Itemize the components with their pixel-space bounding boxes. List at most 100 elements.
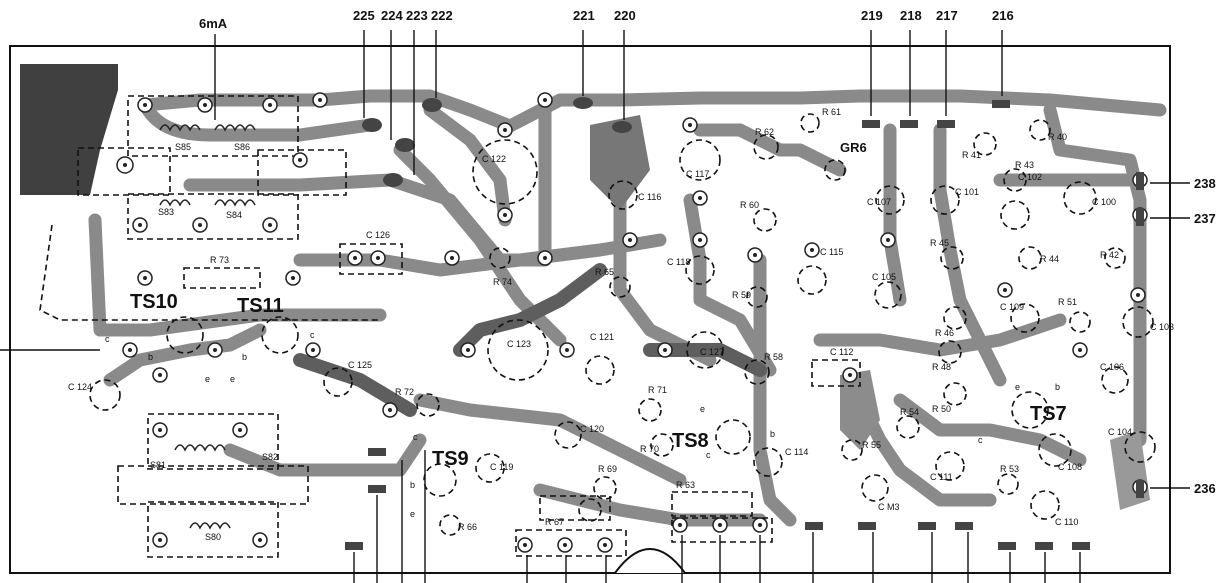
board-notch <box>614 548 686 574</box>
pin-label-222: 222 <box>431 8 453 23</box>
res-r66: R 66 <box>458 522 477 532</box>
cap-c124: C 124 <box>68 382 92 392</box>
pin-label-217: 217 <box>936 8 958 23</box>
terminal-c-ts11: c <box>310 330 315 340</box>
res-r70: R 70 <box>640 444 659 454</box>
component-outlines <box>39 95 861 558</box>
terminal-e: e <box>205 374 210 384</box>
pin-label-236: 236 <box>1194 481 1216 496</box>
cap-c114: C 114 <box>785 447 808 457</box>
res-r74: R 74 <box>493 277 512 287</box>
res-r67: R 67 <box>545 517 564 527</box>
terminal-b-ts8: b <box>770 429 775 439</box>
res-r71: R 71 <box>648 385 667 395</box>
res-r41: R 41 <box>962 150 981 160</box>
res-r53: R 53 <box>1000 464 1019 474</box>
cap-c122: C 122 <box>482 154 506 164</box>
res-r51: R 51 <box>1058 297 1077 307</box>
pin-label-219: 219 <box>861 8 883 23</box>
coil-label-s86: S86 <box>234 142 250 152</box>
terminal-b-ts9: b <box>410 480 415 490</box>
res-r58: R 58 <box>764 352 783 362</box>
cap-c103: C 103 <box>1150 322 1174 332</box>
diode-gr6: GR6 <box>840 140 867 155</box>
terminal-e-ts11: e <box>230 374 235 384</box>
pin-label-237: 237 <box>1194 211 1216 226</box>
res-r65: R 65 <box>595 267 614 277</box>
pin-label-216: 216 <box>992 8 1014 23</box>
pin-label-238: 238 <box>1194 176 1216 191</box>
cap-c120: C 120 <box>580 424 604 434</box>
coil-windings <box>159 124 256 530</box>
res-r69: R 69 <box>598 464 617 474</box>
cap-c100: C 100 <box>1092 197 1116 207</box>
terminal-e-ts7: e <box>1015 382 1020 392</box>
cap-c127: C 127 <box>700 347 724 357</box>
res-r40: R 40 <box>1048 132 1067 142</box>
res-r73: R 73 <box>210 255 229 265</box>
transistor-ts9: TS9 <box>432 448 469 470</box>
transistor-ts8: TS8 <box>672 430 709 452</box>
terminal-e-ts8: e <box>700 404 705 414</box>
cap-c118: C 118 <box>667 257 690 267</box>
cap-c116: C 116 <box>638 192 661 202</box>
res-r61: R 61 <box>822 107 841 117</box>
coil-label-s85: S85 <box>175 142 191 152</box>
cap-c107: C 107 <box>867 197 891 207</box>
transistor-ts10: TS10 <box>130 291 178 313</box>
resistor-circles <box>416 113 1126 536</box>
capacitor-circles <box>89 139 1156 520</box>
edge-connectors <box>345 97 1144 550</box>
res-r42: R 42 <box>1100 250 1119 260</box>
terminal-c-ts8: c <box>706 450 711 460</box>
current-label: 6mA <box>199 16 228 31</box>
cap-c109: C 109 <box>1000 302 1024 312</box>
terminal-b-ts11: b <box>242 352 247 362</box>
pin-label-218: 218 <box>900 8 922 23</box>
cap-c105: C 105 <box>872 272 896 282</box>
terminal-b: b <box>148 352 153 362</box>
terminal-c-ts9: c <box>413 432 418 442</box>
res-r54: R 54 <box>900 407 919 417</box>
top-pin-arrows <box>0 30 1190 583</box>
cap-c115: C 115 <box>820 247 843 257</box>
cap-c106: C 106 <box>1100 362 1124 372</box>
cap-c111: C 111 <box>930 472 953 482</box>
cap-c110: C 110 <box>1055 517 1078 527</box>
coil-label-s81: S81 <box>150 460 166 470</box>
cap-c123: C 123 <box>507 339 531 349</box>
cap-c126: C 126 <box>366 230 390 240</box>
terminal-e-ts9: e <box>410 509 415 519</box>
res-r72: R 72 <box>395 387 414 397</box>
cap-c117: C 117 <box>686 169 709 179</box>
res-r62: R 62 <box>755 127 774 137</box>
transistor-ts11: TS11 <box>237 295 284 317</box>
res-r55: R 55 <box>862 440 881 450</box>
coil-label-s83: S83 <box>158 207 174 217</box>
transistor-ts7: TS7 <box>1030 403 1067 425</box>
res-r50: R 50 <box>932 404 951 414</box>
cap-c112: C 112 <box>830 347 853 357</box>
coil-label-s80: S80 <box>205 532 221 542</box>
cap-c125: C 125 <box>348 360 372 370</box>
cap-c101: C 101 <box>955 187 979 197</box>
cap-cm3: C M3 <box>878 502 900 512</box>
res-r43: R 43 <box>1015 160 1034 170</box>
cap-c119: C 119 <box>490 462 513 472</box>
pin-label-220: 220 <box>614 8 636 23</box>
res-r60: R 60 <box>740 200 759 210</box>
pin-label-221: 221 <box>573 8 595 23</box>
terminal-c-ts7: c <box>978 435 983 445</box>
cap-c121: C 121 <box>590 332 614 342</box>
res-r63: R 63 <box>676 480 695 490</box>
coil-label-s82: S82 <box>262 452 278 462</box>
coil-label-s84: S84 <box>226 210 242 220</box>
res-r48: R 48 <box>932 362 951 372</box>
ground-areas <box>20 64 1150 510</box>
solder-pads <box>116 92 1148 553</box>
pin-label-225: 225 <box>353 8 375 23</box>
res-r44: R 44 <box>1040 254 1059 264</box>
pin-label-224: 224 <box>381 8 403 23</box>
terminal-c: c <box>105 334 110 344</box>
